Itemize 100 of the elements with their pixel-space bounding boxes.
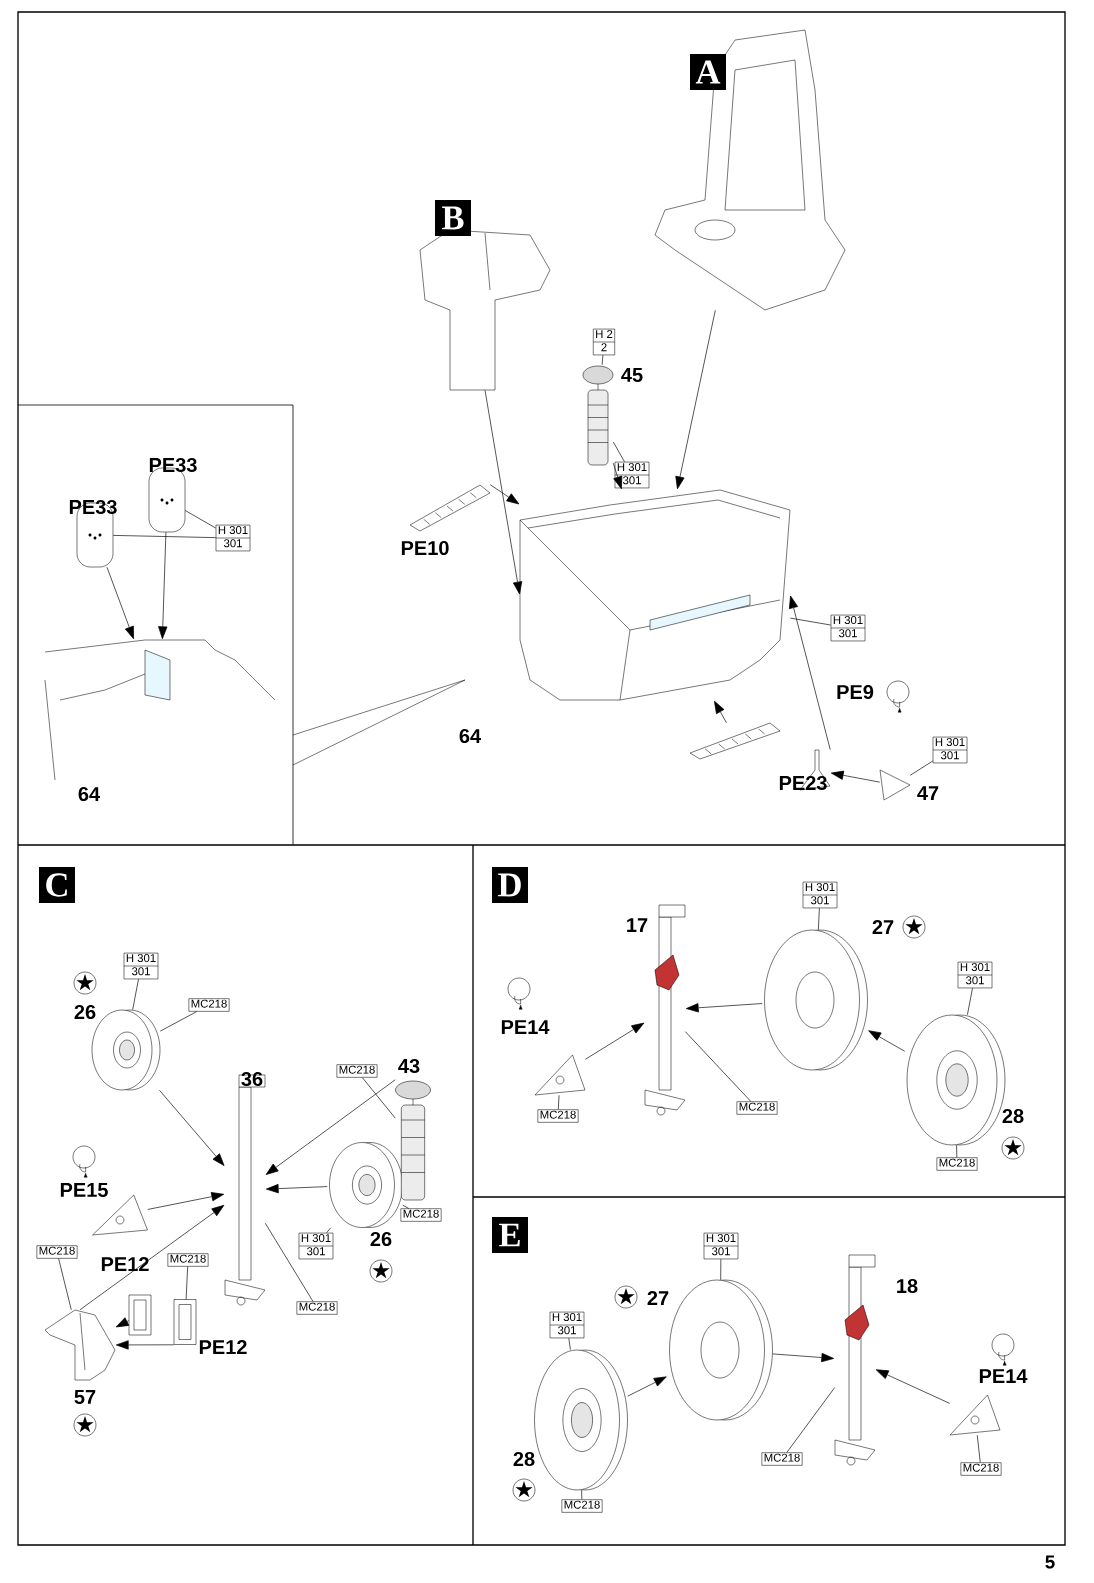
leader-line [956, 1144, 958, 1158]
assembly-arrow [484, 389, 523, 595]
part-number: PE12 [101, 1257, 149, 1271]
leader-line [132, 978, 139, 1011]
section-letter: D [492, 867, 528, 903]
paint-code-box: MC218 [736, 1101, 778, 1115]
section-letter: C [39, 867, 75, 903]
leader-line [720, 1258, 722, 1281]
paint-code-box: MC218 [36, 1245, 78, 1259]
leader-line [159, 1011, 198, 1032]
leader-line [789, 617, 832, 626]
part-number: 36 [241, 1071, 263, 1087]
paint-code-box: MC218 [296, 1301, 338, 1315]
leader-line [612, 441, 625, 463]
paint-code-box: H 2 2 [593, 328, 615, 356]
etched-part-drawing [949, 1394, 1001, 1436]
part-number: 47 [917, 786, 939, 800]
assembly-arrow [875, 1369, 951, 1404]
assembly-arrow [489, 484, 520, 505]
wheel-drawing [534, 1349, 628, 1491]
part-number: PE15 [60, 1183, 108, 1197]
assembly-arrow [106, 566, 134, 640]
etched-part-drawing [409, 484, 491, 532]
assembly-arrow [612, 462, 623, 490]
section-letter: A [690, 54, 726, 90]
cockpit-tub-drawing [519, 489, 791, 701]
etched-part-drawing [534, 1054, 586, 1096]
paint-code-box: MC218 [167, 1253, 209, 1267]
paint-code-box: MC218 [188, 998, 230, 1012]
assembly-arrow [772, 1352, 835, 1363]
assembly-arrow [159, 1089, 225, 1166]
leader-line [326, 1227, 331, 1234]
leader-line [601, 354, 604, 366]
part-number: 27 [647, 1291, 669, 1305]
part-number: 26 [370, 1231, 392, 1247]
part-number: 64 [459, 728, 481, 744]
paint-code-box: H 301 301 [614, 461, 650, 489]
leader-line [264, 1222, 314, 1302]
etched-part-drawing [689, 722, 781, 760]
part-number: PE9 [837, 684, 874, 700]
etched-part-drawing [173, 1299, 197, 1345]
leader-line [786, 1387, 836, 1453]
part-number: 28 [513, 1451, 535, 1467]
assembly-arrow [868, 1030, 906, 1052]
wheel-drawing [669, 1279, 773, 1421]
assembly-arrow [265, 1184, 328, 1194]
part-number: 45 [621, 368, 643, 382]
page-number: 5 [1045, 1555, 1055, 1569]
section-letter: E [492, 1217, 528, 1253]
part-number: PE14 [979, 1369, 1028, 1383]
part-drawing [419, 229, 551, 391]
paint-code-box: H 301 301 [549, 1311, 585, 1339]
assembly-arrow [147, 1192, 225, 1210]
assembly-arrow [714, 700, 727, 724]
paint-code-box: H 301 301 [298, 1232, 334, 1260]
wheel-drawing [764, 929, 868, 1071]
paint-code-box: H 301 301 [932, 736, 968, 764]
leader-line [684, 1031, 752, 1102]
leader-line [58, 1258, 72, 1311]
paint-code-box: H 301 301 [802, 881, 838, 909]
cockpit-tub-drawing [44, 639, 276, 781]
assembly-arrow [115, 1340, 175, 1350]
part-number: 43 [398, 1058, 420, 1074]
assembly-arrow [627, 1376, 667, 1397]
part-number: PE23 [779, 775, 827, 791]
paint-code-box: H 301 301 [830, 614, 866, 642]
seat-drawing [654, 29, 846, 311]
paint-code-box: MC218 [336, 1064, 378, 1078]
part-number: PE14 [501, 1020, 550, 1034]
paint-code-box: MC218 [561, 1499, 603, 1513]
paint-code-box: H 301 301 [215, 524, 251, 552]
assembly-arrow [115, 1317, 130, 1328]
assembly-arrow [158, 531, 168, 640]
assembly-arrow [685, 1003, 763, 1013]
leader-line [909, 760, 934, 776]
leader-line [581, 1489, 583, 1500]
part-drawing [395, 1080, 431, 1201]
part-number: PE33 [69, 499, 117, 515]
landing-gear-strut-drawing [224, 1074, 266, 1306]
leader-line [185, 1266, 188, 1300]
part-number: 18 [897, 1278, 918, 1294]
landing-gear-strut-drawing [834, 1254, 876, 1466]
paint-code-box: MC218 [960, 1462, 1002, 1476]
leader-line [967, 987, 973, 1016]
leader-line [184, 510, 217, 529]
part-number: 27 [872, 920, 894, 934]
part-drawing [879, 769, 911, 801]
leader-line [402, 1204, 410, 1209]
paint-code-box: H 301 301 [957, 961, 993, 989]
leader-line [362, 1077, 396, 1119]
paint-code-box: MC218 [537, 1109, 579, 1123]
assembly-arrow [265, 1079, 396, 1175]
part-drawing [582, 365, 614, 466]
leader-line [818, 907, 820, 931]
paint-code-box: MC218 [400, 1208, 442, 1222]
assembly-arrow [830, 770, 881, 783]
paint-code-box: MC218 [936, 1157, 978, 1171]
wheel-drawing [329, 1142, 403, 1228]
paint-code-box: MC218 [761, 1452, 803, 1466]
section-letter: B [435, 200, 471, 236]
